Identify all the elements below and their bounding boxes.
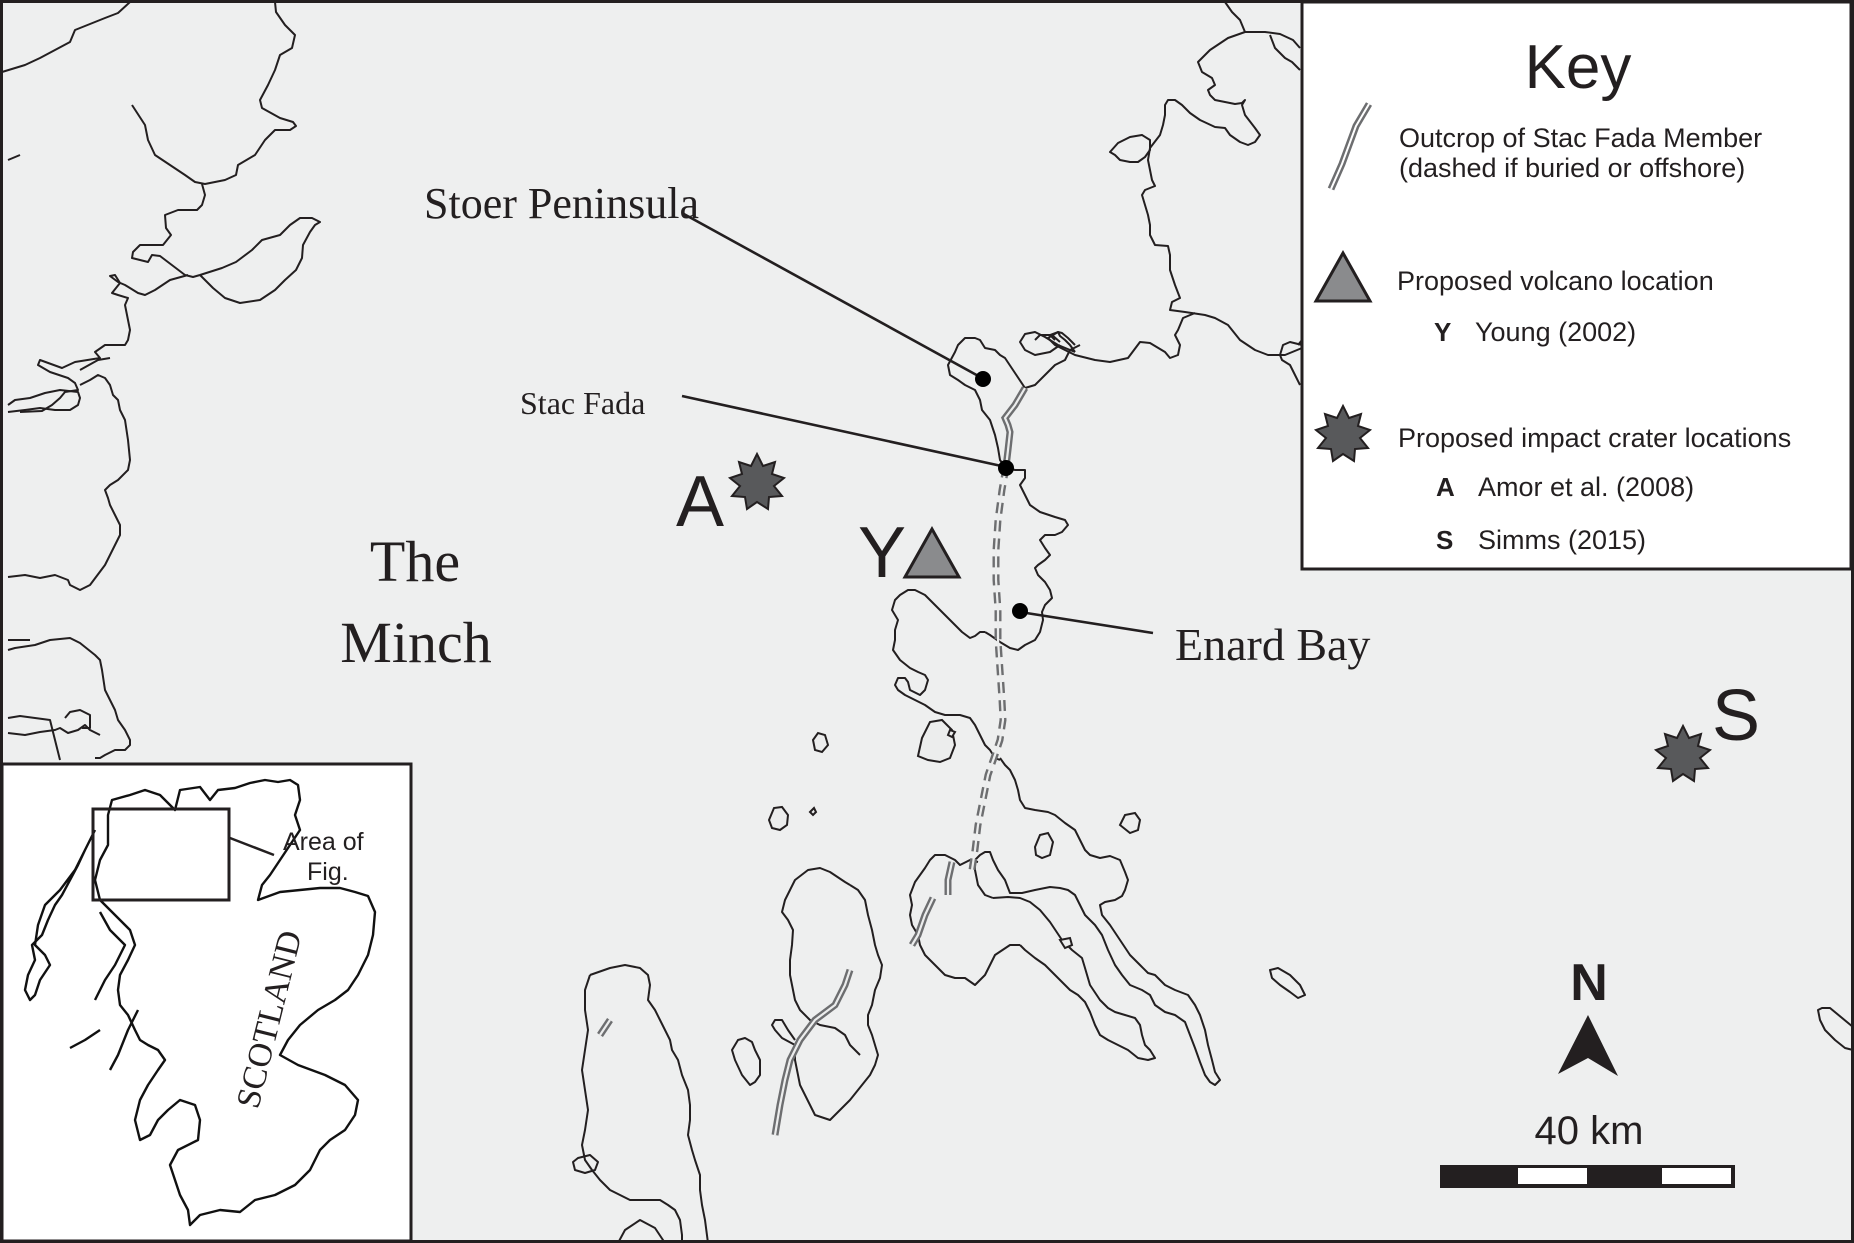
north-arrow: N [1558, 954, 1618, 1076]
inset-map: Area of Fig. SCOTLAND [0, 762, 413, 1243]
volcano-y-letter: Y [858, 513, 906, 593]
key-panel: Key Outcrop of Stac Fada Member (dashed … [1300, 0, 1853, 571]
enard-bay-dot [1012, 603, 1028, 619]
stoer-peninsula-label: Stoer Peninsula [424, 179, 699, 228]
key-crater-heading: Proposed impact crater locations [1398, 423, 1791, 453]
key-outcrop-line1: Outcrop of Stac Fada Member [1399, 123, 1762, 153]
key-volcano-code-y: Y [1434, 317, 1451, 347]
scale-bar: 40 km [1440, 1109, 1735, 1188]
outcrop-legend-icon [1327, 102, 1373, 191]
inset-area-label-line2: Fig. [307, 858, 349, 886]
key-crater-citation-s: Simms (2015) [1478, 525, 1646, 555]
leader-lines [681, 211, 1154, 635]
crater-s-starburst-icon [1653, 723, 1713, 783]
coastlines-east [572, 1, 1854, 1243]
key-volcano-citation-y: Young (2002) [1475, 317, 1636, 347]
crater-a-letter: A [676, 462, 724, 542]
key-volcano-triangle-icon [1313, 249, 1373, 303]
north-arrow-icon [1558, 1015, 1618, 1076]
stac-fada-dot [998, 460, 1014, 476]
scale-bar-label: 40 km [1535, 1109, 1644, 1153]
key-crater-citation-a: Amor et al. (2008) [1478, 472, 1694, 502]
key-crater-code-s: S [1436, 525, 1453, 555]
key-crater-code-a: A [1436, 472, 1455, 502]
key-outcrop-line2: (dashed if buried or offshore) [1399, 153, 1745, 183]
inset-area-label-line1: Area of [283, 828, 364, 856]
key-volcano-heading: Proposed volcano location [1397, 266, 1714, 296]
key-title: Key [1525, 33, 1632, 102]
enard-bay-label: Enard Bay [1175, 619, 1370, 670]
sea-label-the: The [370, 529, 460, 594]
stac-fada-outcrop [597, 386, 1029, 1136]
sea-label-minch: Minch [340, 610, 491, 675]
stac-fada-label: Stac Fada [520, 385, 645, 421]
inset-area-of-figure-box [91, 807, 231, 902]
volcano-y-triangle-icon [902, 525, 962, 579]
stoer-peninsula-dot [975, 371, 991, 387]
crater-a-starburst-icon [727, 451, 787, 511]
key-crater-starburst-icon [1313, 403, 1373, 463]
crater-s-letter: S [1712, 676, 1760, 756]
inset-scotland-outline [93, 778, 377, 1227]
inset-outer-hebrides [23, 829, 97, 1002]
islands [767, 718, 1142, 950]
coastlines-west [1, 1, 321, 761]
north-label: N [1570, 954, 1608, 1012]
